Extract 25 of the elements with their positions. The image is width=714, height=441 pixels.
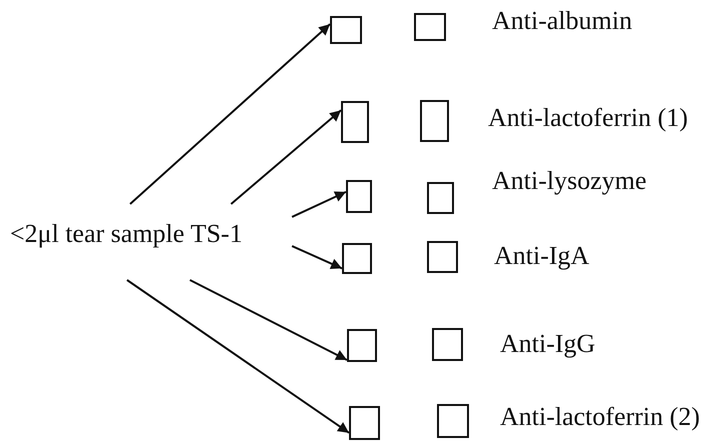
arrow	[129, 23, 331, 205]
antibody-label: Anti-lactoferrin (1)	[488, 103, 688, 133]
arrow	[292, 245, 342, 270]
arrow	[230, 109, 342, 205]
well-box	[346, 180, 372, 213]
antibody-label: Anti-IgG	[500, 329, 596, 359]
well-box	[342, 243, 372, 274]
antibody-label: Anti-IgA	[494, 241, 590, 271]
well-box	[414, 13, 446, 41]
arrow	[189, 279, 348, 361]
well-box	[341, 101, 369, 143]
antibody-label: Anti-lysozyme	[492, 166, 647, 196]
arrow	[292, 190, 346, 218]
antibody-label: Anti-lactoferrin (2)	[500, 402, 700, 432]
well-box	[432, 328, 463, 361]
well-box	[330, 16, 362, 44]
sample-label: <2μl tear sample TS-1	[10, 204, 292, 280]
well-box	[437, 404, 469, 438]
well-box	[349, 406, 380, 440]
arrow	[126, 279, 350, 434]
well-box	[427, 241, 458, 273]
antibody-label: Anti-albumin	[492, 6, 632, 36]
well-box	[427, 182, 454, 214]
well-box	[347, 329, 377, 362]
well-box	[420, 100, 449, 142]
